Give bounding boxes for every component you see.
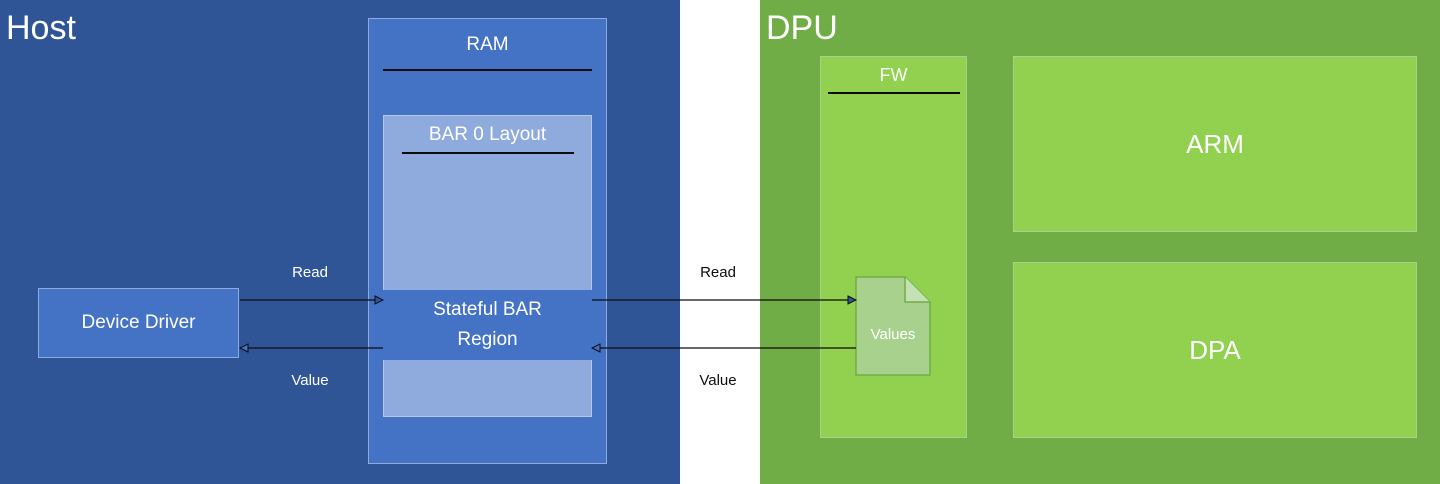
stateful-bar-region-line2: Region xyxy=(457,329,518,350)
values-label: Values xyxy=(870,326,916,343)
bar0-divider xyxy=(402,152,574,154)
arm-box: ARM xyxy=(1013,56,1417,232)
host-value-label: Value xyxy=(291,372,329,389)
host-read-label: Read xyxy=(292,264,328,281)
document-icon xyxy=(855,276,931,376)
ram-divider xyxy=(383,69,592,71)
ram-title: RAM xyxy=(466,34,509,55)
fw-divider xyxy=(828,92,960,94)
stateful-bar-region: Stateful BAR Region xyxy=(383,290,592,360)
bar0-title: BAR 0 Layout xyxy=(428,124,547,145)
host-title: Host xyxy=(6,9,76,47)
fw-title: FW xyxy=(879,65,908,85)
device-driver-box: Device Driver xyxy=(38,288,239,358)
bar0-layout-block xyxy=(383,115,592,417)
dpa-box: DPA xyxy=(1013,262,1417,438)
dpu-title: DPU xyxy=(766,9,838,47)
dpu-value-label: Value xyxy=(699,372,737,389)
dpu-read-label: Read xyxy=(700,264,736,281)
fw-block xyxy=(820,56,967,438)
stateful-bar-region-line1: Stateful BAR xyxy=(433,299,542,320)
